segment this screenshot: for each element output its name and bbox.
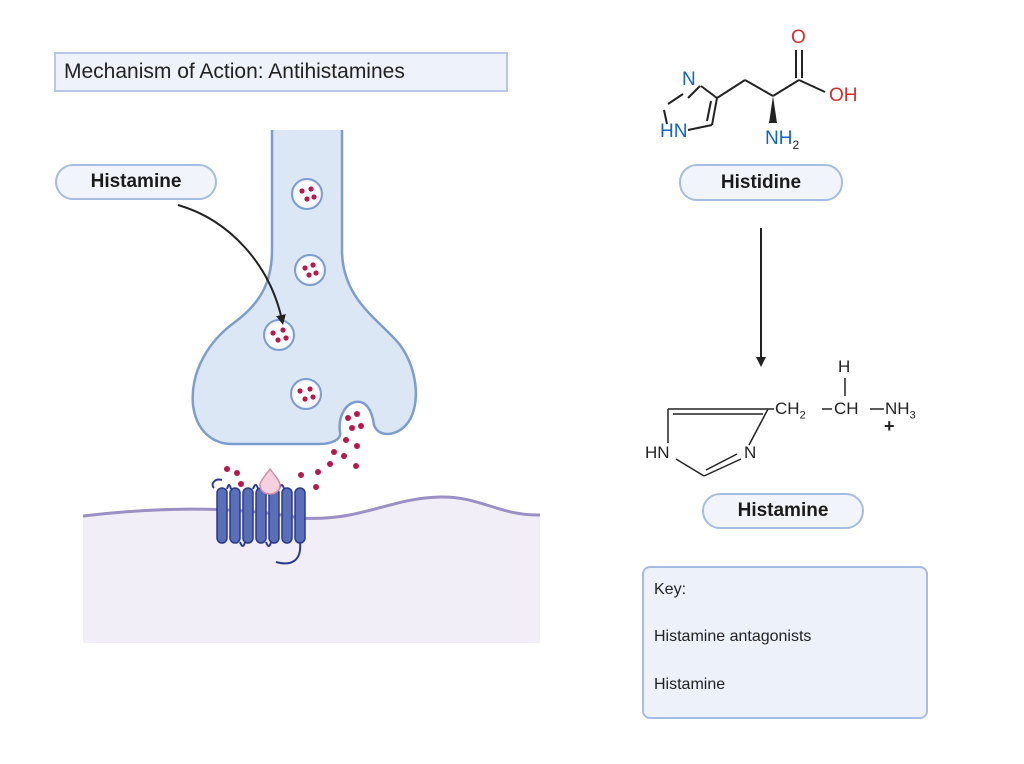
histamine-structure bbox=[667, 378, 884, 477]
histamine-label-right: Histamine bbox=[702, 493, 864, 529]
histidine-atom-hn-ring: HN bbox=[660, 121, 688, 142]
histidine-atom-oh: OH bbox=[829, 85, 858, 106]
histamine-plus: + bbox=[884, 416, 895, 436]
histamine-atom-n: N bbox=[744, 443, 757, 462]
histidine-nh-text: NH bbox=[765, 128, 793, 149]
histidine-wedge-bond bbox=[769, 96, 777, 123]
histidine-structure bbox=[663, 50, 826, 131]
legend-box: Key: Histamine antagonists Histamine bbox=[642, 566, 928, 719]
axon-top-fade bbox=[268, 118, 348, 130]
histidine-label: Histidine bbox=[679, 164, 843, 201]
released-histamine bbox=[224, 411, 364, 490]
postsynaptic-membrane-edge bbox=[82, 495, 541, 520]
histamine-nh3-text: NH bbox=[885, 399, 910, 418]
histidine-atom-o: O bbox=[791, 27, 806, 48]
histamine-ch2-text: CH bbox=[775, 399, 800, 418]
histamine-nh3: NH3 bbox=[885, 399, 916, 421]
legend-item-histamine: Histamine bbox=[654, 676, 726, 693]
legend-title: Key: bbox=[654, 581, 687, 598]
vesicle bbox=[291, 178, 323, 210]
vesicle bbox=[294, 254, 326, 286]
histamine-atom-h: H bbox=[838, 357, 851, 376]
antagonist-molecule bbox=[259, 467, 281, 495]
histamine-ch2-subscript: 2 bbox=[799, 409, 806, 422]
histidine-atom-nh2: NH2 bbox=[765, 128, 799, 152]
diagram-title: Mechanism of Action: Antihistamines bbox=[54, 52, 508, 92]
histamine-nh3-subscript: 3 bbox=[909, 409, 916, 422]
postsynaptic-membrane bbox=[83, 496, 540, 643]
histamine-pointer-arrow bbox=[177, 204, 286, 325]
histamine-atom-hn: HN bbox=[645, 443, 670, 462]
histamine-ch2: CH2 bbox=[775, 399, 806, 421]
histidine-atom-n-ring: N bbox=[682, 69, 696, 90]
vesicle bbox=[263, 319, 295, 351]
histidine-nh-subscript: 2 bbox=[792, 137, 800, 152]
legend-item-antagonists: Histamine antagonists bbox=[654, 628, 812, 645]
vesicle bbox=[290, 378, 322, 410]
histamine-label-left: Histamine bbox=[55, 164, 217, 200]
histamine-ch: CH bbox=[834, 399, 859, 418]
